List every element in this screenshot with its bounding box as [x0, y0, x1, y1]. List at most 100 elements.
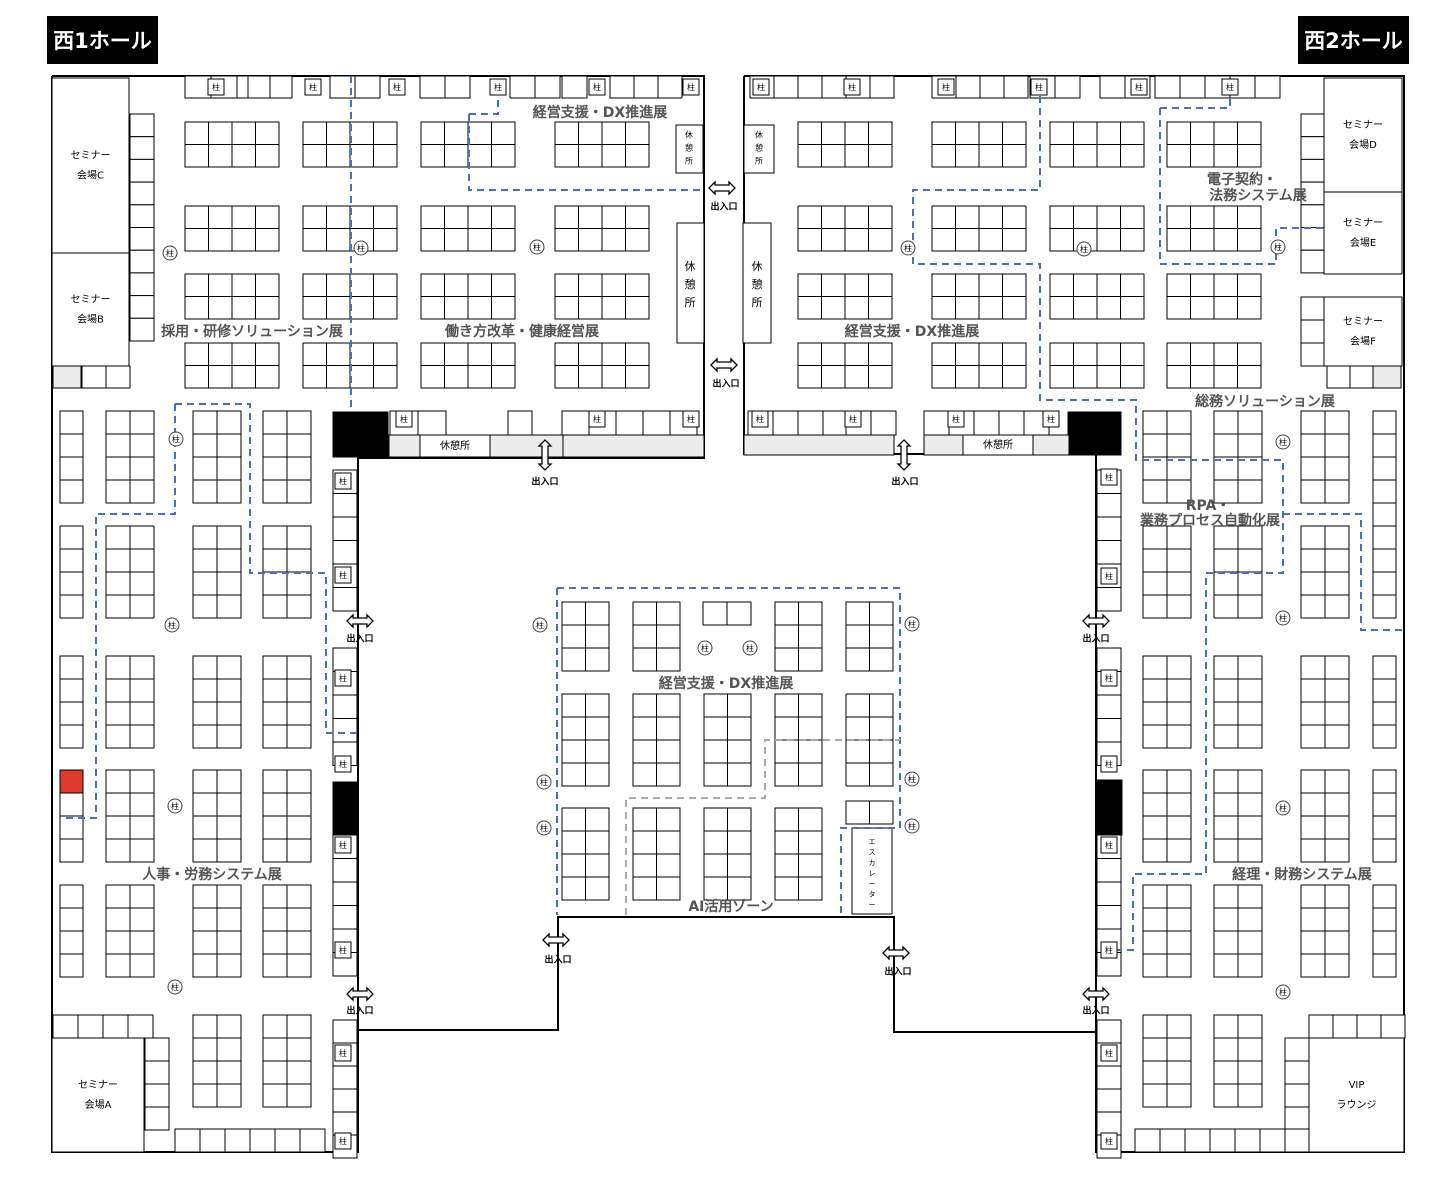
booth	[444, 75, 471, 99]
booth	[326, 121, 351, 145]
booth	[774, 876, 799, 901]
booth	[192, 456, 218, 481]
booth	[192, 701, 218, 726]
rest-label: 所	[685, 156, 693, 166]
booth	[286, 769, 312, 794]
booth	[1254, 75, 1281, 99]
booth	[1003, 75, 1029, 99]
booth	[821, 296, 846, 320]
booth	[1120, 205, 1145, 229]
booth	[955, 121, 980, 145]
booth	[1142, 930, 1168, 955]
booth	[554, 228, 579, 252]
booth	[105, 365, 131, 389]
booth	[1237, 571, 1263, 596]
booth	[1096, 647, 1122, 672]
booth	[231, 273, 256, 297]
booth	[625, 228, 650, 252]
booth	[931, 296, 956, 320]
pillar-label: 柱	[540, 823, 548, 833]
booth	[1096, 493, 1122, 518]
booth	[59, 571, 84, 596]
booth	[1096, 694, 1122, 719]
booth	[286, 724, 312, 749]
booth	[326, 228, 351, 252]
booth	[1166, 769, 1192, 794]
booth	[1300, 953, 1326, 978]
booth	[1324, 433, 1350, 458]
booth	[59, 724, 84, 749]
pillar-label: 柱	[400, 414, 408, 424]
booth	[845, 624, 870, 649]
booth	[184, 365, 209, 389]
booth	[869, 739, 894, 764]
booth	[931, 342, 956, 366]
booth	[1300, 792, 1326, 817]
entrance-arrow-icon	[537, 439, 553, 471]
booth	[797, 296, 822, 320]
booth	[1372, 678, 1397, 703]
booth	[1213, 1014, 1239, 1039]
booth	[262, 1014, 288, 1039]
booth	[286, 571, 312, 596]
booth	[467, 365, 492, 389]
booth	[1142, 548, 1168, 573]
booth	[262, 1060, 288, 1085]
booth	[625, 365, 650, 389]
booth	[797, 144, 822, 168]
booth	[129, 792, 155, 817]
booth	[1213, 548, 1239, 573]
seminar-room-e	[1323, 191, 1403, 275]
booth	[192, 571, 218, 596]
pillar-box	[395, 410, 413, 428]
booth	[1237, 228, 1262, 252]
booth	[1237, 479, 1263, 504]
pillar-box	[1130, 78, 1148, 96]
vip-lounge	[1308, 1037, 1405, 1153]
booth	[561, 601, 586, 626]
booth	[1213, 365, 1238, 389]
zone-boundary	[60, 404, 176, 819]
booth	[105, 678, 131, 703]
booth	[1372, 930, 1397, 955]
booth	[129, 884, 155, 909]
booth	[1166, 548, 1192, 573]
escalator-label: ー	[869, 880, 876, 888]
booth	[184, 296, 209, 320]
booth	[1166, 433, 1192, 458]
escalator-label: カ	[869, 859, 876, 867]
booth	[978, 273, 1003, 297]
pillar-marker	[904, 818, 920, 834]
pillar-marker	[904, 616, 920, 632]
booth	[491, 296, 516, 320]
booth	[373, 121, 398, 145]
pillar-label: 柱	[1047, 414, 1055, 424]
booth	[332, 718, 358, 743]
booth	[1237, 342, 1262, 366]
booth	[1096, 1111, 1122, 1136]
booth	[302, 296, 327, 320]
booth	[1324, 953, 1350, 978]
zone-label-saiyo: 採用・研修ソリューション展	[161, 323, 343, 340]
booth	[578, 121, 603, 145]
booth	[59, 907, 84, 932]
booth	[868, 342, 893, 366]
booth	[1213, 724, 1239, 749]
booth	[1300, 571, 1326, 596]
booth	[299, 1128, 326, 1153]
booth	[1190, 228, 1215, 252]
booth	[332, 858, 358, 883]
pillar-marker	[1275, 610, 1291, 626]
booth	[1372, 907, 1397, 932]
entrance-label: 出入口	[531, 476, 558, 488]
booth	[491, 121, 516, 145]
booth	[420, 365, 445, 389]
booth	[1213, 1037, 1239, 1062]
booth	[1002, 121, 1027, 145]
booth	[601, 296, 626, 320]
booth	[444, 121, 469, 145]
pillar-label: 柱	[540, 777, 548, 787]
booth	[231, 228, 256, 252]
booth	[1120, 365, 1145, 389]
booth	[1372, 433, 1397, 458]
